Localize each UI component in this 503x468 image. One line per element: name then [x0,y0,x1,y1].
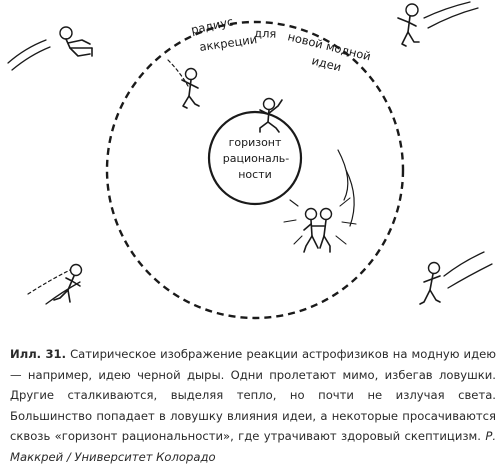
flyer-lower-right-figure [419,251,493,305]
horizon-line-1: горизонт [229,136,282,149]
label-part-2: аккреции [198,32,257,54]
figure-caption: Илл. 31. Сатирическое изображение реакци… [10,344,496,468]
caption-label: Илл. 31. [10,347,67,361]
horizon-line-3: ности [238,168,272,181]
flyer-top-right-figure [397,1,479,47]
figure-on-horizon-top [259,97,283,133]
label-part-3: для [254,26,277,41]
falling-figure-upper-left [167,59,200,109]
rationality-horizon-circle [207,110,303,206]
flyer-lower-left-figure [27,263,83,305]
rationality-horizon-label: горизонт рациональ- ности [223,136,290,181]
colliding-figures [283,149,357,253]
label-part-5: идеи [310,53,342,74]
flyer-top-left-figure [7,26,93,71]
horizon-line-2: рациональ- [223,152,290,165]
caption-credit: Р. Маккрей / Университет Колорадо [10,429,497,464]
label-part-1: радиус [190,14,235,37]
accretion-radius-circle [105,20,405,320]
caption-text: Сатирическое изображение реакции астрофи… [10,347,497,444]
accretion-cartoon-diagram: радиус аккреции для новой модной идеи го… [7,1,493,320]
